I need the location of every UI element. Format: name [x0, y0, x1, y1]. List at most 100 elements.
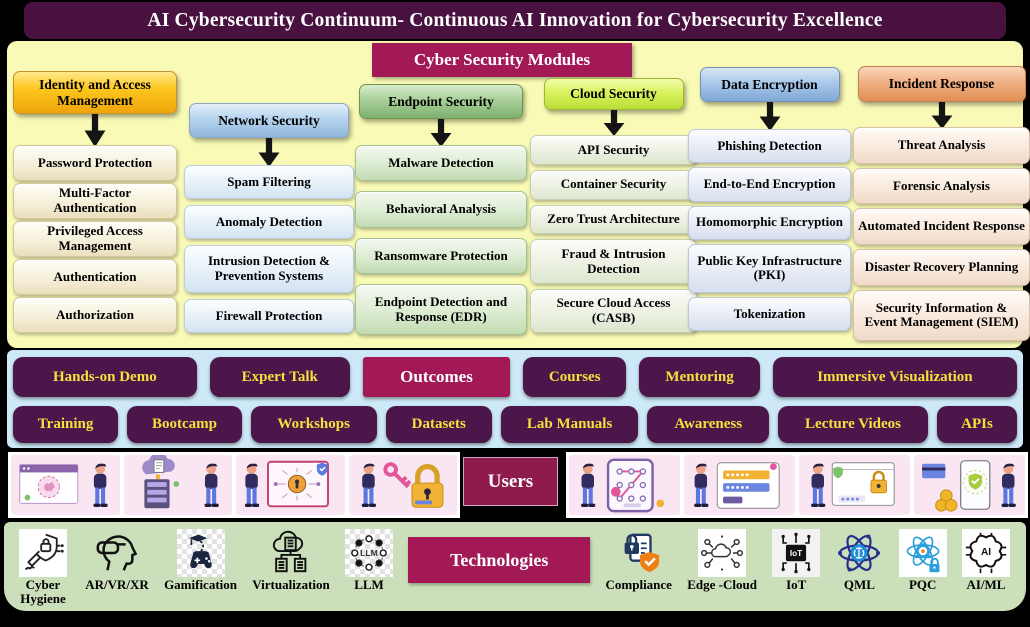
tech-gamification: Gamification	[164, 529, 237, 592]
tech-label: QML	[843, 577, 875, 592]
outcomes-banner: Outcomes	[362, 357, 511, 397]
module-item: Password Protection	[13, 145, 177, 181]
modules-panel: Cyber Security Modules Identity and Acce…	[7, 41, 1030, 348]
tech-virtualization: Virtualization	[252, 529, 330, 592]
column-header: Network Security	[189, 103, 349, 138]
pill-datasets: Datasets	[385, 406, 492, 443]
module-item: Intrusion Detection & Prevention Systems	[184, 244, 354, 294]
ar-vr-xr-icon	[93, 529, 141, 577]
user-illustration-secure-login	[799, 455, 910, 515]
tech-ai-ml: AI AI/ML	[961, 529, 1010, 592]
tech-label: PQC	[908, 577, 937, 592]
module-item: Spam Filtering	[184, 165, 354, 199]
module-item: Public Key Infrastructure (PKI)	[688, 243, 851, 293]
module-item: Secure Cloud Access (CASB)	[530, 288, 697, 333]
tech-cyber-hygiene: Cyber Hygiene	[16, 529, 70, 605]
pill-expert-talk: Expert Talk	[209, 357, 350, 397]
user-illustration-cloud-server-security	[123, 455, 232, 515]
ai-ml-icon: AI	[961, 529, 1010, 577]
user-illustration-password-entry	[684, 455, 795, 515]
down-arrow-icon	[430, 119, 452, 147]
compliance-icon	[615, 529, 663, 577]
tech-label: Edge -Cloud	[687, 577, 757, 592]
iot-icon: IoT	[772, 529, 821, 577]
users-illustrations-left	[8, 452, 460, 518]
module-item: Tokenization	[688, 296, 851, 332]
pill-bootcamp: Bootcamp	[127, 406, 242, 443]
tech-label: Gamification	[164, 577, 237, 592]
column-header: Data Encryption	[699, 67, 840, 102]
module-item: Firewall Protection	[184, 299, 354, 333]
user-illustration-secure-payment	[914, 455, 1025, 515]
user-illustration-key-and-padlock	[348, 455, 457, 515]
pill-lab-manuals: Lab Manuals	[500, 406, 639, 443]
pill-apis: APIs	[936, 406, 1017, 443]
down-arrow-icon	[258, 138, 280, 167]
column-data-encryption: Data Encryption Phishing Detection End-t…	[688, 41, 851, 348]
pill-lecture-videos: Lecture Videos	[778, 406, 928, 443]
offerings-row-2: Training Bootcamp Workshops Datasets Lab…	[13, 406, 1017, 443]
svg-text:IoT: IoT	[790, 549, 802, 558]
tech-label: AI/ML	[966, 577, 1006, 592]
page-title: AI Cybersecurity Continuum- Continuous A…	[24, 2, 1006, 39]
pill-training: Training	[13, 406, 119, 443]
module-item: Privileged Access Management	[13, 221, 177, 257]
down-arrow-icon	[759, 102, 780, 131]
tech-iot: IoT IoT	[772, 529, 821, 592]
module-item: Malware Detection	[355, 145, 527, 182]
pill-hands-on-demo: Hands-on Demo	[13, 357, 197, 397]
llm-icon: LLM	[345, 529, 394, 577]
pill-mentoring: Mentoring	[639, 357, 760, 397]
tech-ar-vr-xr: AR/VR/XR	[85, 529, 149, 592]
column-items: Threat Analysis Forensic Analysis Automa…	[853, 127, 1030, 341]
cyber-hygiene-icon	[19, 529, 67, 577]
pill-workshops: Workshops	[250, 406, 377, 443]
module-item: Forensic Analysis	[853, 167, 1030, 205]
column-header: Endpoint Security	[359, 84, 523, 119]
module-item: Security Information & Event Management …	[853, 289, 1030, 341]
module-item: Container Security	[530, 169, 697, 200]
module-item: Authentication	[13, 259, 177, 295]
tech-qml: QML	[835, 529, 883, 592]
column-header: Identity and Access Management	[13, 71, 177, 114]
gamification-icon	[176, 529, 225, 577]
tech-label: Virtualization	[252, 577, 330, 592]
pill-immersive-visualization: Immersive Visualization	[772, 357, 1018, 397]
module-item: Fraud & Intrusion Detection	[530, 239, 697, 284]
module-item: API Security	[530, 135, 697, 165]
column-incident-response: Incident Response Threat Analysis Forens…	[853, 41, 1030, 348]
module-item: Zero Trust Architecture	[530, 204, 697, 235]
pill-courses: Courses	[523, 357, 627, 397]
tech-pqc: PQC	[898, 529, 947, 592]
module-item: Ransomware Protection	[355, 237, 527, 275]
column-items: Password Protection Multi-Factor Authent…	[13, 145, 177, 333]
technologies-banner: Technologies	[408, 537, 591, 583]
module-item: Anomaly Detection	[184, 204, 354, 239]
pill-awareness: Awareness	[647, 406, 770, 443]
column-items: Malware Detection Behavioral Analysis Ra…	[355, 145, 527, 335]
down-arrow-icon	[84, 114, 106, 147]
column-items: Spam Filtering Anomaly Detection Intrusi…	[184, 165, 354, 333]
tech-llm: LLM LLM	[345, 529, 394, 592]
column-items: Phishing Detection End-to-End Encryption…	[688, 129, 851, 332]
module-item: Endpoint Detection and Response (EDR)	[355, 284, 527, 335]
module-item: Phishing Detection	[688, 129, 851, 164]
module-item: Threat Analysis	[853, 127, 1030, 164]
offerings-row-1: Hands-on Demo Expert Talk Outcomes Cours…	[13, 357, 1018, 397]
users-illustrations-right	[566, 452, 1028, 518]
module-item: Automated Incident Response	[853, 208, 1030, 246]
tech-label: Compliance	[605, 577, 672, 592]
modules-banner: Cyber Security Modules	[372, 43, 632, 77]
column-items: API Security Container Security Zero Tru…	[530, 135, 697, 333]
tech-edge-cloud: Edge -Cloud	[687, 529, 757, 592]
column-header: Cloud Security	[543, 78, 684, 110]
module-item: Behavioral Analysis	[355, 191, 527, 228]
column-network-security: Network Security Spam Filtering Anomaly …	[184, 41, 354, 348]
tech-compliance: Compliance	[606, 529, 672, 592]
column-identity-access: Identity and Access Management Password …	[13, 41, 177, 348]
edge-cloud-icon	[698, 529, 747, 577]
column-cloud-security: Cloud Security API Security Container Se…	[530, 41, 697, 348]
tech-label: IoT	[786, 577, 807, 592]
user-illustration-network-lock-audit	[236, 455, 345, 515]
module-item: Disaster Recovery Planning	[853, 249, 1030, 286]
